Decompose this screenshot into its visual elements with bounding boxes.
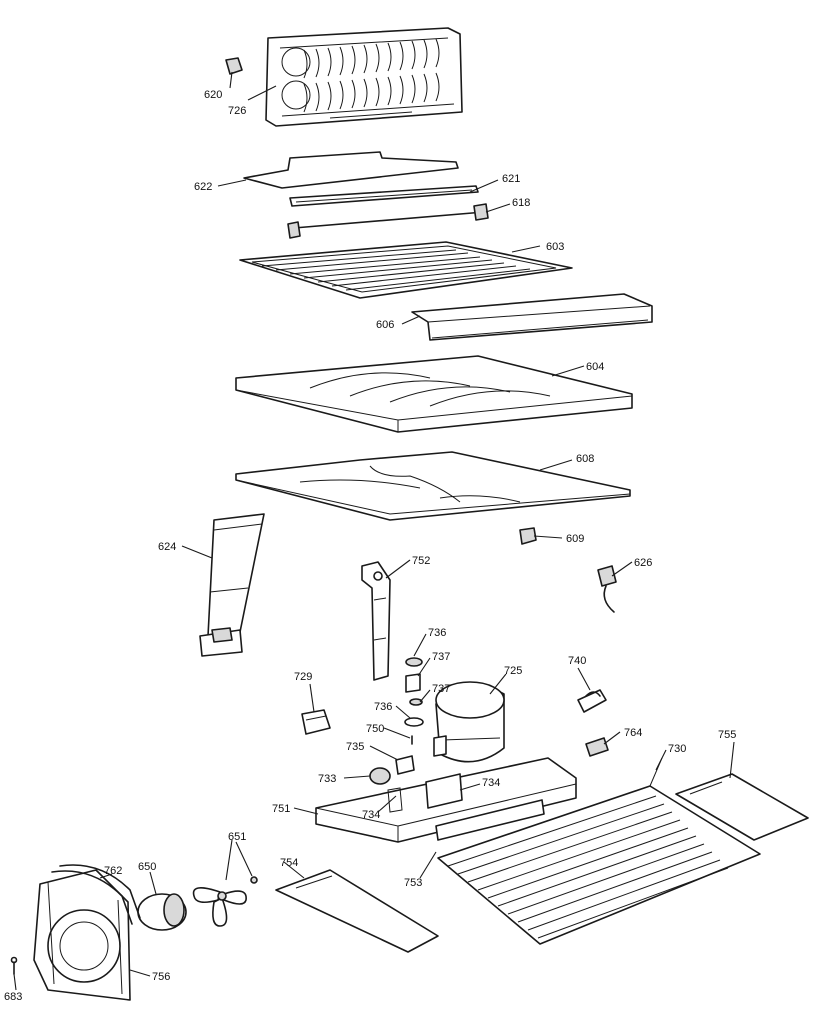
- callout-683: 683: [4, 991, 22, 1003]
- callout-736-upper: 736: [428, 627, 446, 639]
- callout-729: 729: [294, 671, 312, 683]
- callout-624: 624: [158, 541, 176, 553]
- callout-740: 740: [568, 655, 586, 667]
- callout-621: 621: [502, 173, 520, 185]
- guard-606: [411, 293, 653, 341]
- callout-618: 618: [512, 197, 530, 209]
- callout-753: 753: [404, 877, 422, 889]
- callout-651: 651: [228, 831, 246, 843]
- callout-754: 754: [280, 857, 298, 869]
- callout-730: 730: [668, 743, 686, 755]
- leader-lines: [13, 71, 735, 991]
- callout-734-left: 734: [362, 809, 380, 821]
- callout-725: 725: [504, 665, 522, 677]
- clip-620: [225, 57, 243, 75]
- condenser-730: [437, 757, 761, 945]
- panel-755: [675, 773, 809, 841]
- callout-608: 608: [576, 453, 594, 465]
- callout-735: 735: [346, 741, 364, 753]
- fan-blade-651: [192, 876, 258, 927]
- callout-622: 622: [194, 181, 212, 193]
- base-751: [315, 757, 577, 843]
- callout-606: 606: [376, 319, 394, 331]
- callout-762: 762: [104, 865, 122, 877]
- duct-624: [199, 513, 265, 657]
- clip-609: [519, 527, 537, 545]
- callout-620: 620: [204, 89, 222, 101]
- callout-604: 604: [586, 361, 604, 373]
- callout-756: 756: [152, 971, 170, 983]
- clip-764: [585, 737, 609, 757]
- callout-609: 609: [566, 533, 584, 545]
- callout-737-upper: 737: [432, 651, 450, 663]
- thermostat-626: [597, 565, 617, 613]
- callout-755: 755: [718, 729, 736, 741]
- bracket-752: [361, 561, 391, 681]
- cover-622: [243, 151, 459, 189]
- callout-726: 726: [228, 105, 246, 117]
- rod-618: [287, 203, 489, 239]
- callout-752: 752: [412, 555, 430, 567]
- shelf-603: [239, 241, 573, 299]
- callout-734-right: 734: [482, 777, 500, 789]
- callout-737-lower: 737: [432, 683, 450, 695]
- callout-733: 733: [318, 773, 336, 785]
- pan-604: [235, 355, 633, 433]
- screw-683: [10, 956, 18, 975]
- callout-labels: 620 726 622 621 618 603 606 604 608 609 …: [4, 89, 736, 1003]
- callout-626: 626: [634, 557, 652, 569]
- callout-764: 764: [624, 727, 642, 739]
- pan-608: [235, 451, 631, 521]
- callout-751: 751: [272, 803, 290, 815]
- callout-603: 603: [546, 241, 564, 253]
- bracket-735: [395, 755, 415, 775]
- panel-754: [275, 869, 439, 953]
- overload-740: [577, 689, 607, 713]
- callout-650: 650: [138, 861, 156, 873]
- compressor-725: [433, 681, 505, 763]
- fan-motor-650: [137, 893, 187, 931]
- fan-shroud-756: [33, 864, 141, 1001]
- relay-729: [301, 709, 331, 735]
- callout-736-lower: 736: [374, 701, 392, 713]
- rail-621: [289, 185, 479, 207]
- grommets: [404, 657, 424, 745]
- part-733: [369, 767, 391, 785]
- callout-750: 750: [366, 723, 384, 735]
- evaporator-coil: [265, 27, 463, 127]
